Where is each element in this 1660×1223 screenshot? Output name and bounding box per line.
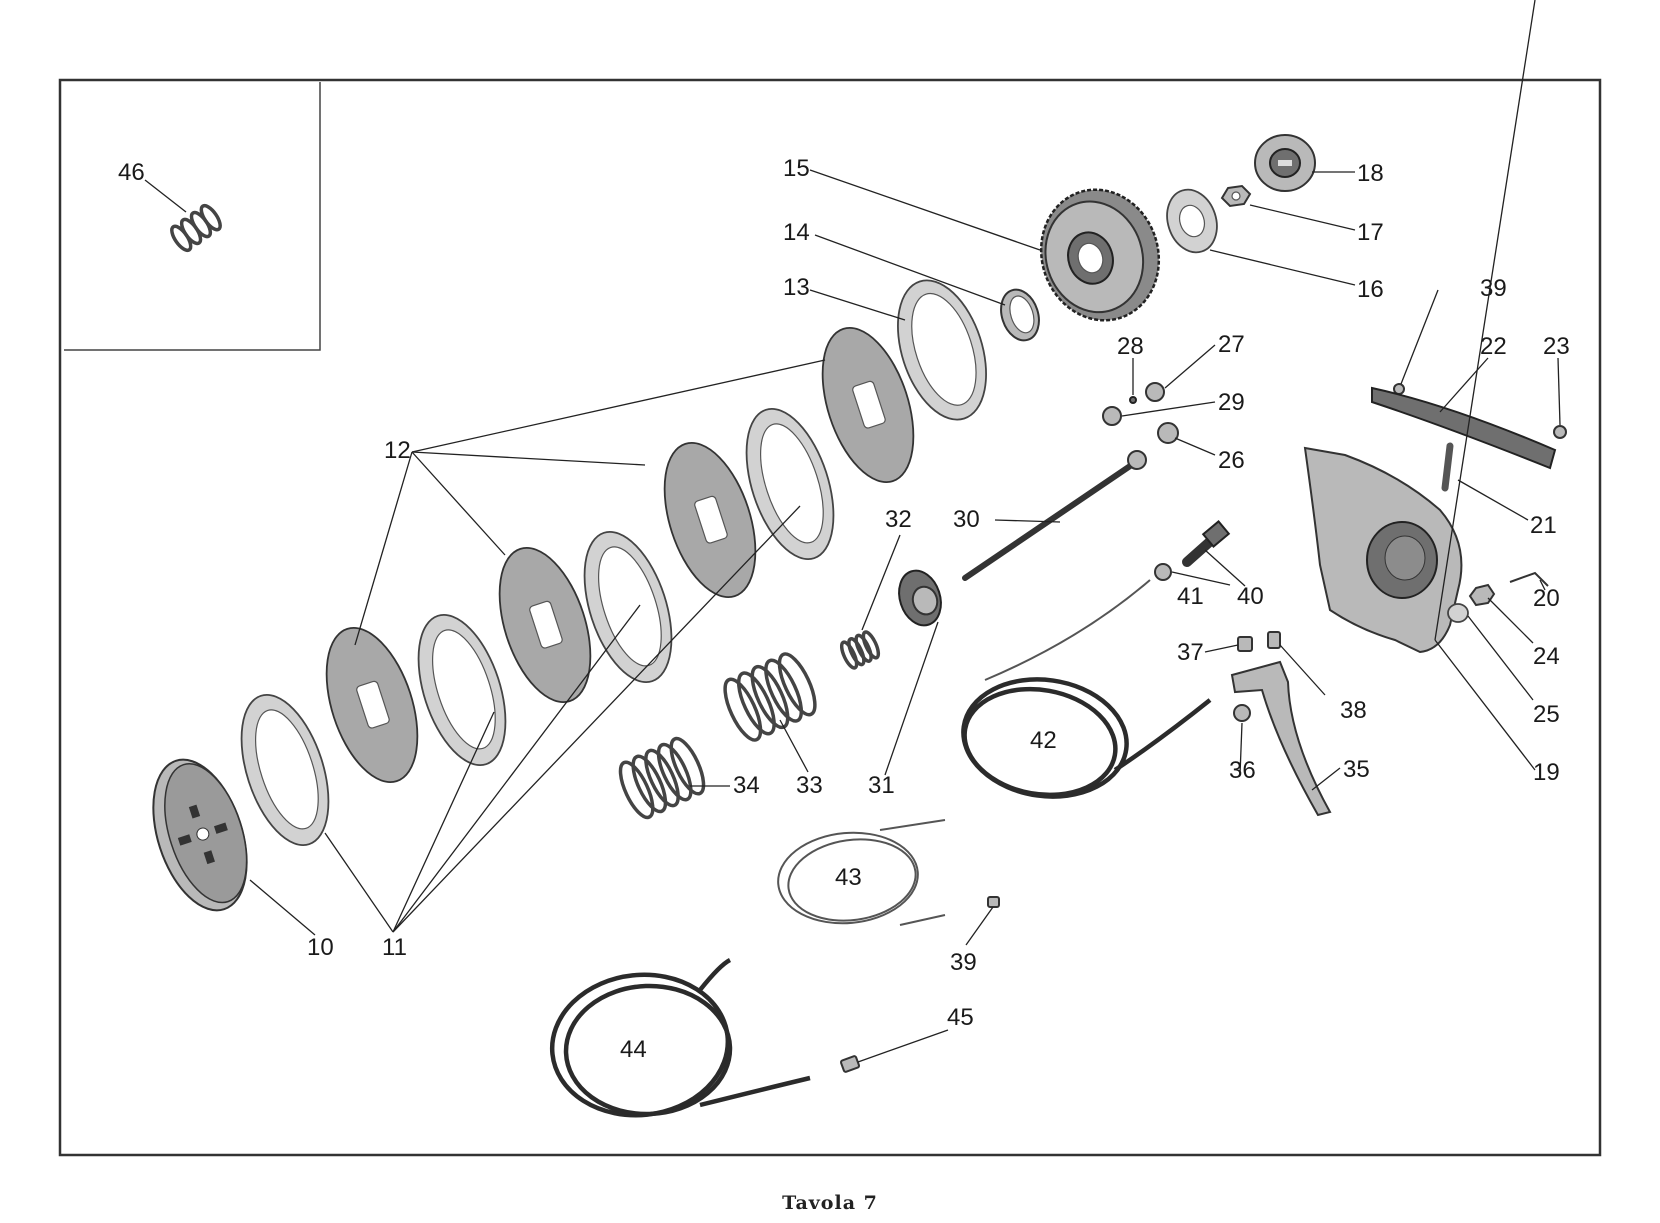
spring-34 — [618, 736, 706, 820]
clutch-ring-11-1 — [240, 693, 330, 847]
grease-nipple-39-upper — [1393, 383, 1405, 395]
thrust-ring-13 — [897, 279, 987, 421]
callout-39-upper: 39 — [1480, 275, 1507, 302]
callout-10: 10 — [307, 934, 334, 961]
clutch-ring-11-4 — [745, 407, 835, 561]
inner-cable-43 — [777, 819, 946, 926]
clutch-ring-11-3 — [583, 530, 673, 684]
clutch-cover-19-bore — [1384, 535, 1426, 581]
nut-27 — [1145, 382, 1165, 402]
clutch-gear-15 — [1039, 188, 1161, 322]
friction-disc-12-2 — [498, 547, 592, 703]
callout-37: 37 — [1177, 639, 1204, 666]
bolt-40-head — [1201, 520, 1231, 548]
callout-26: 26 — [1218, 447, 1245, 474]
ferrule-39-lower — [987, 896, 1000, 908]
callout-30: 30 — [953, 506, 980, 533]
callout-34: 34 — [733, 772, 760, 799]
bushing-14 — [1000, 288, 1040, 342]
callout-35: 35 — [1343, 756, 1370, 783]
nut-36 — [1233, 704, 1251, 722]
nut-29 — [1102, 406, 1122, 426]
callout-12: 12 — [384, 437, 411, 464]
clutch-ring-11-2 — [417, 613, 507, 767]
leader-lines — [144, 0, 1561, 1063]
nut-41 — [1154, 563, 1172, 581]
lever-35 — [1230, 660, 1332, 817]
spring-32 — [839, 630, 881, 670]
inset-box — [64, 82, 321, 351]
hub-18 — [1254, 134, 1316, 192]
callout-19: 19 — [1533, 759, 1560, 786]
callout-32: 32 — [885, 506, 912, 533]
callout-24: 24 — [1533, 643, 1560, 670]
callout-11: 11 — [382, 934, 407, 961]
callout-42: 42 — [1030, 727, 1057, 754]
push-rod-30 — [962, 459, 1139, 581]
callout-18: 18 — [1357, 160, 1384, 187]
pin-28 — [1129, 396, 1137, 404]
plate-caption: Tavola 7 — [782, 1192, 878, 1214]
callout-36: 36 — [1229, 757, 1256, 784]
callout-16: 16 — [1357, 276, 1384, 303]
callout-45: 45 — [947, 1004, 974, 1031]
callout-29: 29 — [1218, 389, 1245, 416]
callout-22: 22 — [1480, 333, 1507, 360]
callout-44: 44 — [620, 1036, 647, 1063]
screw-37 — [1237, 636, 1253, 652]
cotter-pin-20 — [1509, 571, 1549, 587]
friction-disc-12-1 — [325, 627, 419, 783]
callout-20: 20 — [1533, 585, 1560, 612]
callout-21: 21 — [1530, 512, 1557, 539]
spring-33 — [723, 652, 817, 742]
friction-disc-12-4 — [821, 327, 915, 483]
pressure-plate-10 — [152, 758, 248, 912]
callout-14: 14 — [783, 219, 810, 246]
callout-31: 31 — [868, 772, 895, 799]
spring-46 — [170, 203, 222, 253]
callout-numbers: 46 10 11 12 13 14 15 16 17 18 39 22 23 2… — [118, 155, 1570, 1063]
callout-46: 46 — [118, 159, 145, 186]
ferrule-45 — [839, 1055, 861, 1073]
callout-13: 13 — [783, 274, 810, 301]
nut-26 — [1157, 422, 1179, 444]
lever-arm-22 — [1371, 386, 1557, 470]
adjuster-38 — [1267, 631, 1281, 649]
callout-33: 33 — [796, 772, 823, 799]
nut-17-hole — [1231, 191, 1241, 201]
callout-28: 28 — [1117, 333, 1144, 360]
callout-38: 38 — [1340, 697, 1367, 724]
outer-cable-44 — [549, 957, 811, 1118]
diagram-frame — [58, 78, 1602, 1157]
callout-43: 43 — [835, 864, 862, 891]
screw-23 — [1553, 425, 1567, 439]
callout-39-lower: 39 — [950, 949, 977, 976]
callout-15: 15 — [783, 155, 810, 182]
washer-25 — [1447, 603, 1469, 623]
callout-40: 40 — [1237, 583, 1264, 610]
nut-24 — [1468, 583, 1496, 607]
push-rod-30-head — [1127, 450, 1147, 470]
friction-disc-12-3 — [663, 442, 757, 598]
callout-27: 27 — [1218, 331, 1245, 358]
thrust-collar-31 — [898, 569, 942, 627]
washer-16 — [1166, 188, 1218, 254]
callout-23: 23 — [1543, 333, 1570, 360]
pin-21 — [1441, 442, 1454, 492]
clutch-cable-42 — [961, 579, 1212, 799]
callout-17: 17 — [1357, 219, 1384, 246]
callout-41: 41 — [1177, 583, 1204, 610]
callout-25: 25 — [1533, 701, 1560, 728]
